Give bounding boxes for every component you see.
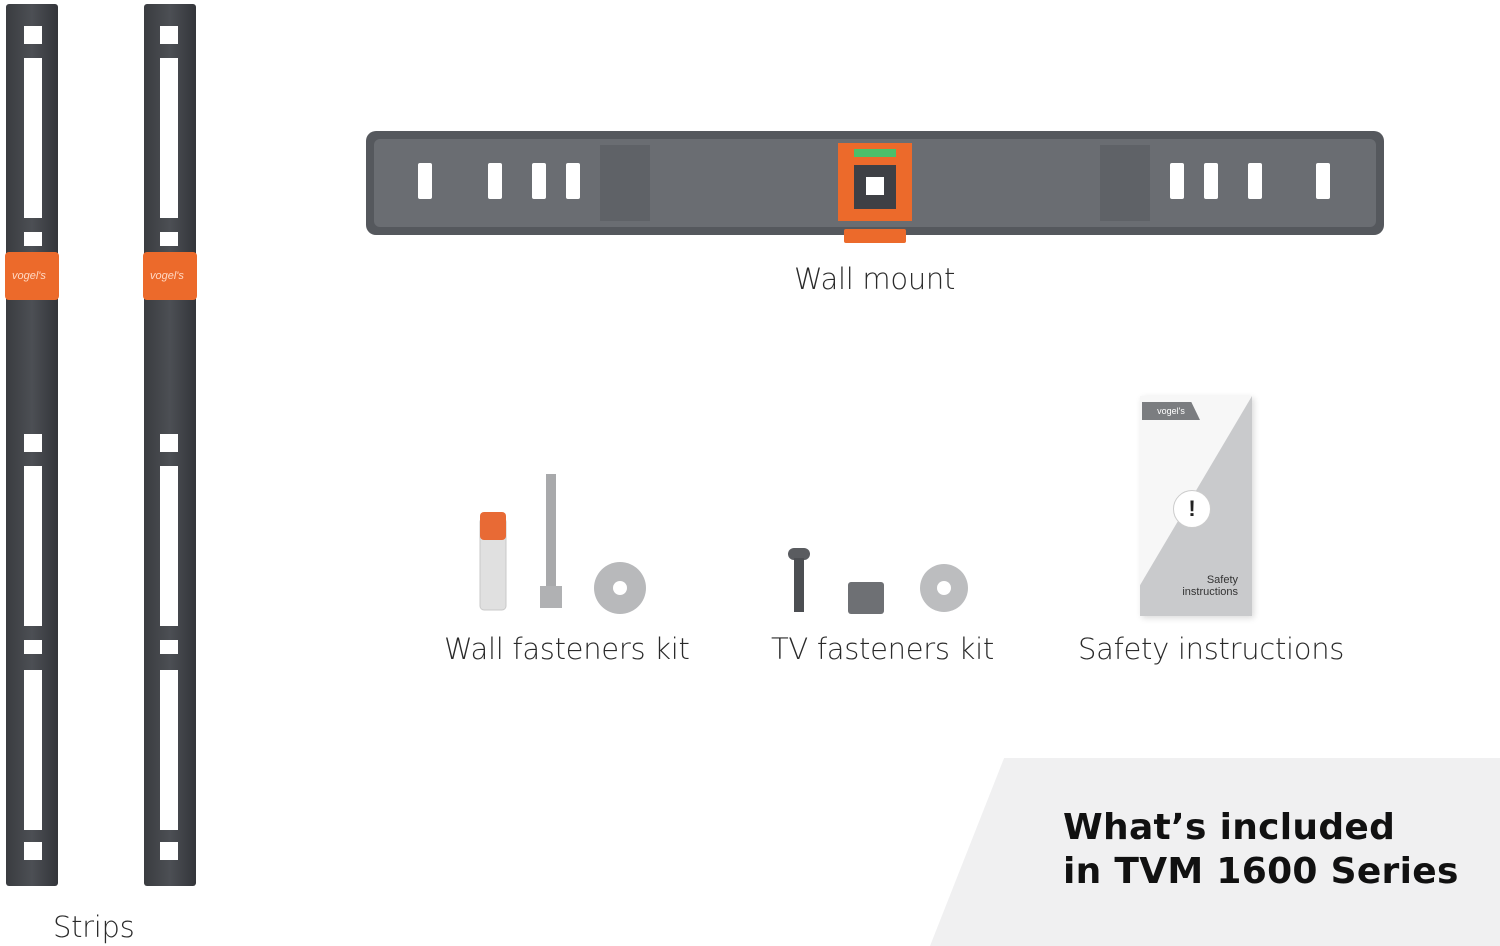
spacer-icon: [848, 582, 884, 614]
strip-left: [5, 4, 59, 886]
strips-illustration: [5, 4, 197, 886]
tv-fasteners-label: TV fasteners kit: [771, 632, 994, 666]
strip-right: [143, 4, 197, 886]
bolt-icon: [788, 548, 810, 560]
safety-label: Safety instructions: [1078, 632, 1345, 666]
headline-panel: [930, 758, 1500, 946]
wall-plug-icon: [480, 512, 506, 540]
wall-fasteners-illustration: [479, 474, 646, 614]
strip-clip-right: [143, 252, 197, 300]
strip-brand-tag-2: vogel's: [150, 270, 184, 282]
warning-icon: !: [1173, 490, 1211, 528]
strip-brand-tag: vogel's: [12, 270, 46, 282]
lag-screw-icon: [546, 474, 556, 588]
headline-line2: in TVM 1600 Series: [1063, 851, 1459, 892]
strips-label: Strips: [53, 910, 135, 944]
safety-leaflet: vogel's ! Safety instructions: [1140, 396, 1252, 616]
leaflet-text-line1: Safety: [1206, 574, 1238, 586]
headline-line1: What’s included: [1063, 807, 1396, 848]
leaflet-logo: vogel's: [1142, 402, 1200, 420]
leaflet-text-line2: instructions: [1182, 586, 1238, 598]
wall-fasteners-label: Wall fasteners kit: [444, 632, 690, 666]
strip-clip-left: [5, 252, 59, 300]
headline: What’s included in TVM 1600 Series: [1063, 806, 1459, 894]
wall-mount-label: Wall mount: [794, 262, 956, 296]
tv-fasteners-illustration: [788, 548, 968, 614]
wall-mount-illustration: [366, 131, 1384, 243]
leaflet-text: Safety instructions: [1182, 574, 1238, 598]
